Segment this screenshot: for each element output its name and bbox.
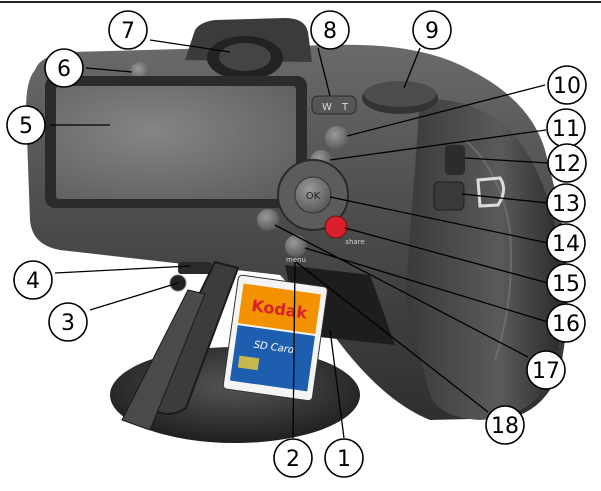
share-button xyxy=(324,215,348,239)
ok-text: OK xyxy=(306,191,321,202)
zoom-lever xyxy=(311,95,357,115)
callout-circle-10 xyxy=(547,65,587,105)
lcd-screen xyxy=(56,86,296,199)
menu-text: menu xyxy=(286,256,306,264)
callout-number-9: 9 xyxy=(425,19,439,44)
callout-number-18: 18 xyxy=(491,414,519,439)
callout-circle-9 xyxy=(412,10,452,50)
callout-14: 14 xyxy=(546,223,586,263)
callout-17: 17 xyxy=(526,350,566,390)
callout-number-3: 3 xyxy=(61,311,75,336)
callout-circle-15 xyxy=(546,263,586,303)
leader-13 xyxy=(461,193,549,204)
callout-15: 15 xyxy=(546,263,586,303)
callout-number-13: 13 xyxy=(552,192,580,217)
callout-number-12: 12 xyxy=(553,152,581,177)
callout-circle-13 xyxy=(546,183,586,223)
callout-number-14: 14 xyxy=(552,232,580,257)
callout-9: 9 xyxy=(412,10,452,50)
leader-4 xyxy=(54,265,191,274)
callout-18: 18 xyxy=(485,405,525,445)
mode-dial-top xyxy=(364,81,436,107)
leader-16 xyxy=(304,247,549,323)
leader-18 xyxy=(295,261,489,413)
callout-circle-17 xyxy=(526,350,566,390)
leader-9 xyxy=(403,47,421,89)
leader-lines xyxy=(50,39,549,439)
callout-4: 4 xyxy=(13,260,53,300)
strap-eyelet xyxy=(476,176,505,208)
av-usb-port-cover xyxy=(433,181,465,211)
callout-number-10: 10 xyxy=(553,74,581,99)
callout-number-17: 17 xyxy=(532,359,560,384)
leader-8 xyxy=(317,47,331,97)
zoom-t-text: T xyxy=(341,102,349,113)
callout-5: 5 xyxy=(6,105,46,145)
info-button xyxy=(325,126,349,150)
sd-card-orange-band xyxy=(238,283,321,334)
callout-number-7: 7 xyxy=(121,19,135,44)
callout-circle-18 xyxy=(485,405,525,445)
callout-circle-16 xyxy=(546,303,586,343)
callout-circle-8 xyxy=(310,10,350,50)
leader-14 xyxy=(329,196,549,244)
callout-13: 13 xyxy=(546,183,586,223)
callout-circle-7 xyxy=(108,10,148,50)
leader-3 xyxy=(89,282,179,311)
leader-12 xyxy=(464,157,549,164)
share-text: share xyxy=(345,238,364,246)
callout-number-6: 6 xyxy=(57,57,71,82)
leader-6 xyxy=(85,67,133,73)
leader-2 xyxy=(292,261,296,439)
delete-button xyxy=(257,209,279,231)
sd-card: Kodak SD Card xyxy=(222,274,328,402)
battery-door-panel xyxy=(121,289,206,431)
callout-circle-14 xyxy=(546,223,586,263)
zoom-w-text: W xyxy=(322,102,332,113)
leader-10 xyxy=(346,84,546,137)
callout-circle-2 xyxy=(273,438,313,478)
callout-12: 12 xyxy=(547,143,587,183)
callout-8: 8 xyxy=(310,10,350,50)
leader-1 xyxy=(329,329,345,439)
callout-number-2: 2 xyxy=(286,447,300,472)
battery-door-latch xyxy=(178,262,212,274)
callout-number-4: 4 xyxy=(26,269,40,294)
ok-button xyxy=(294,176,332,214)
callout-number-16: 16 xyxy=(552,312,580,337)
leader-17 xyxy=(274,224,529,358)
callout-6: 6 xyxy=(44,48,84,88)
power-port-cover xyxy=(445,145,465,175)
callout-number-15: 15 xyxy=(552,272,580,297)
callout-circle-5 xyxy=(6,105,46,145)
callout-circle-12 xyxy=(547,143,587,183)
callout-2: 2 xyxy=(273,438,313,478)
callout-number-11: 11 xyxy=(552,117,580,142)
callout-circle-3 xyxy=(48,302,88,342)
leader-11 xyxy=(329,129,547,161)
callout-circle-6 xyxy=(44,48,84,88)
callout-number-5: 5 xyxy=(19,114,33,139)
callout-1: 1 xyxy=(324,438,364,478)
callout-3: 3 xyxy=(48,302,88,342)
callout-circle-4 xyxy=(13,260,53,300)
sd-card-sticker xyxy=(237,355,260,371)
leader-7 xyxy=(149,39,231,53)
callout-circle-1 xyxy=(324,438,364,478)
callout-7: 7 xyxy=(108,10,148,50)
leader-15 xyxy=(344,227,549,284)
grip-highlight xyxy=(464,139,512,361)
callout-number-8: 8 xyxy=(323,19,337,44)
callout-16: 16 xyxy=(546,303,586,343)
hand-grip xyxy=(405,99,563,420)
callout-10: 10 xyxy=(547,65,587,105)
eyepiece-lens xyxy=(219,43,271,71)
callout-number-1: 1 xyxy=(337,447,351,472)
menu-button xyxy=(285,235,307,257)
callout-11: 11 xyxy=(546,108,586,148)
